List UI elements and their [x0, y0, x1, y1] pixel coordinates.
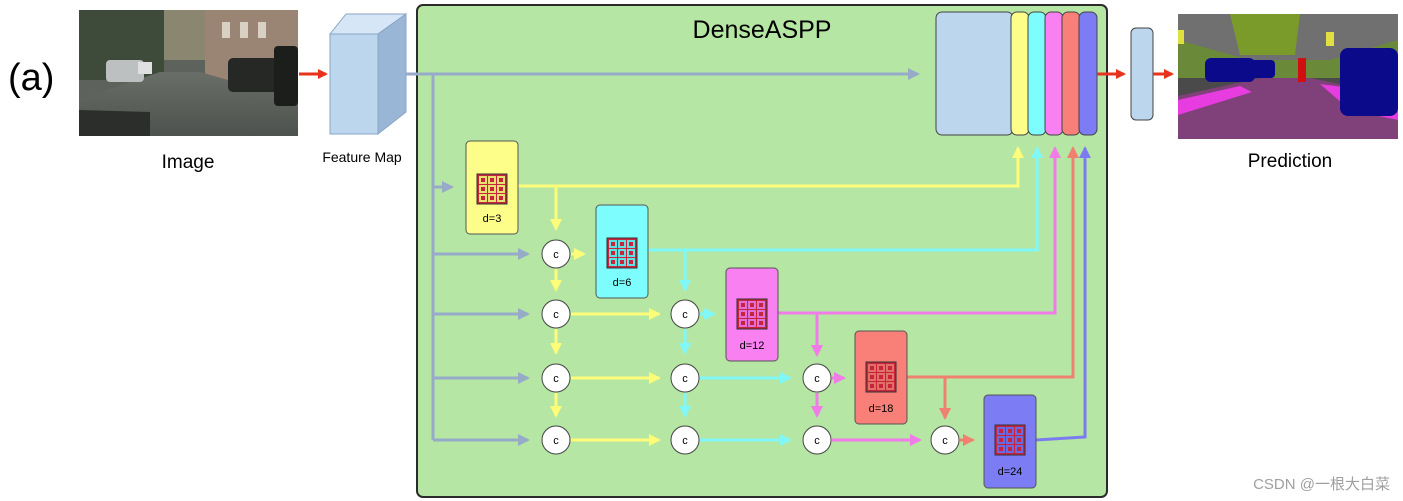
- svg-text:c: c: [553, 309, 559, 321]
- concat-node: c: [802, 363, 832, 393]
- prediction-label: Prediction: [1248, 151, 1333, 172]
- block-label: d=24: [998, 466, 1023, 478]
- feature-map-label: Feature Map: [322, 149, 402, 165]
- svg-text:c: c: [682, 373, 688, 385]
- concat-node: c: [670, 299, 700, 329]
- block-d24: d=24: [983, 394, 1037, 489]
- dilated-kernel-icon: [736, 298, 768, 330]
- concat-node: c: [670, 363, 700, 393]
- svg-text:c: c: [682, 309, 688, 321]
- concat-node: c: [541, 425, 571, 455]
- svg-text:c: c: [814, 373, 820, 385]
- concat-node: c: [541, 299, 571, 329]
- svg-text:c: c: [553, 373, 559, 385]
- output-conv-box: [1130, 27, 1154, 121]
- block-d18: d=18: [854, 330, 908, 425]
- block-label: d=3: [483, 213, 502, 225]
- svg-text:c: c: [942, 435, 948, 447]
- flow-d3: [518, 146, 1024, 446]
- concat-node: c: [541, 239, 571, 269]
- input-street-image: [79, 10, 298, 136]
- svg-text:c: c: [814, 435, 820, 447]
- block-d12: d=12: [725, 267, 779, 362]
- svg-text:c: c: [553, 435, 559, 447]
- dilated-kernel-icon: [476, 173, 508, 205]
- block-d6: d=6: [595, 204, 649, 299]
- concat-feature-stack: [935, 11, 1098, 136]
- svg-text:c: c: [682, 435, 688, 447]
- module-title: DenseASPP: [693, 16, 832, 44]
- block-label: d=18: [869, 403, 894, 415]
- watermark: CSDN @一根大白菜: [1253, 476, 1390, 493]
- flow-d12: [778, 146, 1061, 446]
- flow-d24: [1035, 146, 1091, 442]
- trunk-lines: [406, 68, 920, 446]
- concat-node: c: [802, 425, 832, 455]
- panel-label: (a): [8, 57, 54, 99]
- dilated-kernel-icon: [994, 424, 1026, 456]
- block-label: d=6: [613, 277, 632, 289]
- concat-nodes: c c c c c c c c c c: [541, 239, 960, 455]
- concat-node: c: [930, 425, 960, 455]
- dilated-kernel-icon: [606, 237, 638, 269]
- svg-text:c: c: [553, 249, 559, 261]
- prediction-segmentation-map: [1178, 14, 1398, 139]
- feature-map-box: [328, 13, 408, 136]
- block-d3: d=3: [465, 140, 519, 235]
- flow-d6: [648, 146, 1043, 446]
- concat-node: c: [670, 425, 700, 455]
- block-label: d=12: [740, 340, 765, 352]
- dilated-kernel-icon: [865, 361, 897, 393]
- flow-d18: [907, 146, 1079, 446]
- concat-node: c: [541, 363, 571, 393]
- input-label: Image: [162, 152, 215, 173]
